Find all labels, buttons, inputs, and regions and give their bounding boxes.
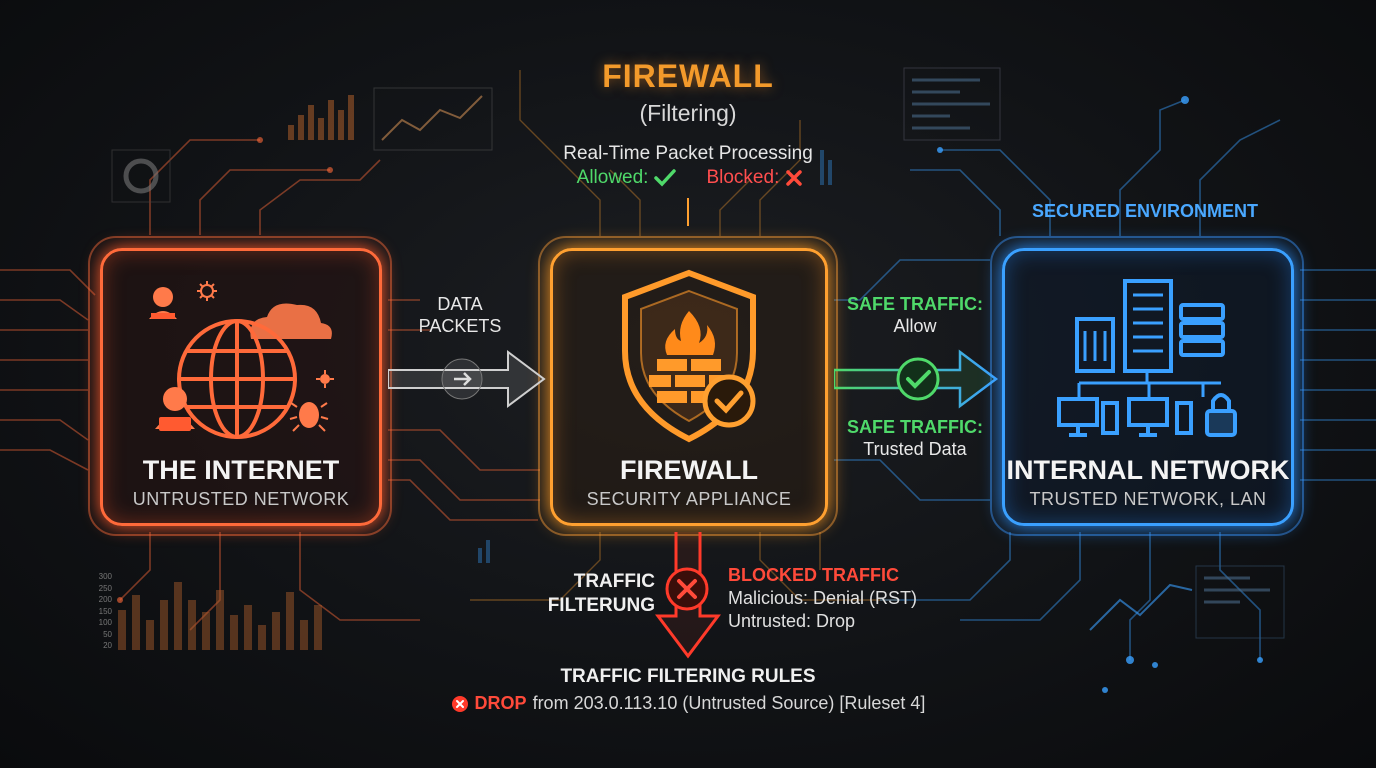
traffic-filtering-line2: FILTERUNG <box>547 595 655 616</box>
hacker-icon <box>155 387 195 431</box>
decor-tick: 20 <box>103 641 112 650</box>
firewall-title: FIREWALL <box>620 455 758 485</box>
data-packets-line2: PACKETS <box>418 316 502 336</box>
decor-chart-ticks: 300 250 200 150 100 50 20 <box>88 571 112 652</box>
secured-environment-label: SECURED ENVIRONMENT <box>1031 201 1259 221</box>
safe-traffic-allow: SAFE TRAFFIC: Allow <box>840 293 990 337</box>
traffic-filtering-line1: TRAFFIC <box>573 571 655 592</box>
legend-blocked: Blocked: <box>706 167 803 189</box>
title-connector <box>687 198 689 226</box>
decor-tick: 300 <box>98 572 112 581</box>
data-packets-line1: DATA <box>437 294 483 314</box>
hacker-icon <box>149 287 177 319</box>
internet-node: THE INTERNET UNTRUSTED NETWORK <box>100 248 382 526</box>
processing-label: Real-Time Packet Processing <box>563 143 813 164</box>
decor-tick: 50 <box>103 629 112 639</box>
arrow-right-icon <box>834 344 1000 414</box>
blocked-traffic-title: BLOCKED TRAFFIC <box>728 565 899 585</box>
arrow-right-icon <box>388 344 548 414</box>
internal-network-title: INTERNAL NETWORK <box>1006 455 1290 485</box>
internal-outer-frame <box>990 236 1304 536</box>
legend-allowed: Allowed: <box>577 167 677 189</box>
safe-traffic-value: Trusted Data <box>863 439 967 459</box>
blocked-traffic-line2: Untrusted: Drop <box>728 611 856 631</box>
firewall-node: FIREWALL SECURITY APPLIANCE <box>550 248 828 526</box>
firewall-outer-frame <box>538 236 838 536</box>
virus-icon <box>197 281 217 301</box>
legend-allowed-label: Allowed: <box>576 167 649 188</box>
diagram-title: FIREWALL <box>602 58 774 94</box>
legend-blocked-label: Blocked: <box>706 167 780 188</box>
legend: Allowed: Blocked: <box>560 167 820 189</box>
check-icon <box>702 374 756 428</box>
shield-fire-icon <box>609 267 769 447</box>
decor-tick: 150 <box>98 606 112 616</box>
firewall-subtitle: SECURITY APPLIANCE <box>586 489 792 509</box>
traffic-filtering-label: TRAFFIC FILTERUNG <box>540 570 655 618</box>
safe-traffic-value: Allow <box>893 316 937 336</box>
internet-subtitle: UNTRUSTED NETWORK <box>132 489 350 509</box>
internet-outer-frame <box>88 236 392 536</box>
decor-tick: 100 <box>98 618 112 627</box>
check-icon <box>654 168 677 188</box>
rule-action: DROP <box>474 693 527 713</box>
server-icon <box>1179 303 1225 357</box>
filtering-rule: DROP from 203.0.113.10 (Untrusted Source… <box>388 693 988 714</box>
decor-tick: 200 <box>98 595 112 604</box>
blocked-traffic-info: BLOCKED TRAFFIC Malicious: Denial (RST) … <box>728 564 958 633</box>
safe-traffic-title: SAFE TRAFFIC: <box>847 417 983 437</box>
safe-traffic-title: SAFE TRAFFIC: <box>847 294 983 314</box>
desktop-icon <box>1057 397 1193 437</box>
internal-network-subtitle: TRUSTED NETWORK, LAN <box>1029 489 1267 509</box>
bug-icon <box>289 402 329 432</box>
building-icon <box>1075 279 1173 373</box>
brick-wall-icon <box>649 359 727 403</box>
x-icon <box>785 169 803 187</box>
cloud-icon <box>250 303 332 339</box>
internet-illustration <box>141 279 341 449</box>
globe-icon <box>177 319 297 439</box>
virus-icon <box>316 370 334 388</box>
internet-title: THE INTERNET <box>142 455 340 485</box>
filtering-rules-title: TRAFFIC FILTERING RULES <box>560 666 816 687</box>
safe-traffic-trusted: SAFE TRAFFIC: Trusted Data <box>840 416 990 460</box>
blocked-traffic-line1: Malicious: Denial (RST) <box>728 588 918 608</box>
x-icon <box>451 695 469 713</box>
decor-tick: 250 <box>98 583 112 593</box>
internal-network-node: INTERNAL NETWORK TRUSTED NETWORK, LAN <box>1002 248 1294 526</box>
x-icon <box>664 566 710 612</box>
lock-icon <box>1205 393 1237 437</box>
internal-network-illustration <box>1053 275 1243 445</box>
rule-detail: from 203.0.113.10 (Untrusted Source) [Ru… <box>532 693 926 713</box>
data-packets-label: DATA PACKETS <box>400 293 520 337</box>
check-icon <box>896 357 940 401</box>
diagram-subtitle: (Filtering) <box>639 100 737 126</box>
